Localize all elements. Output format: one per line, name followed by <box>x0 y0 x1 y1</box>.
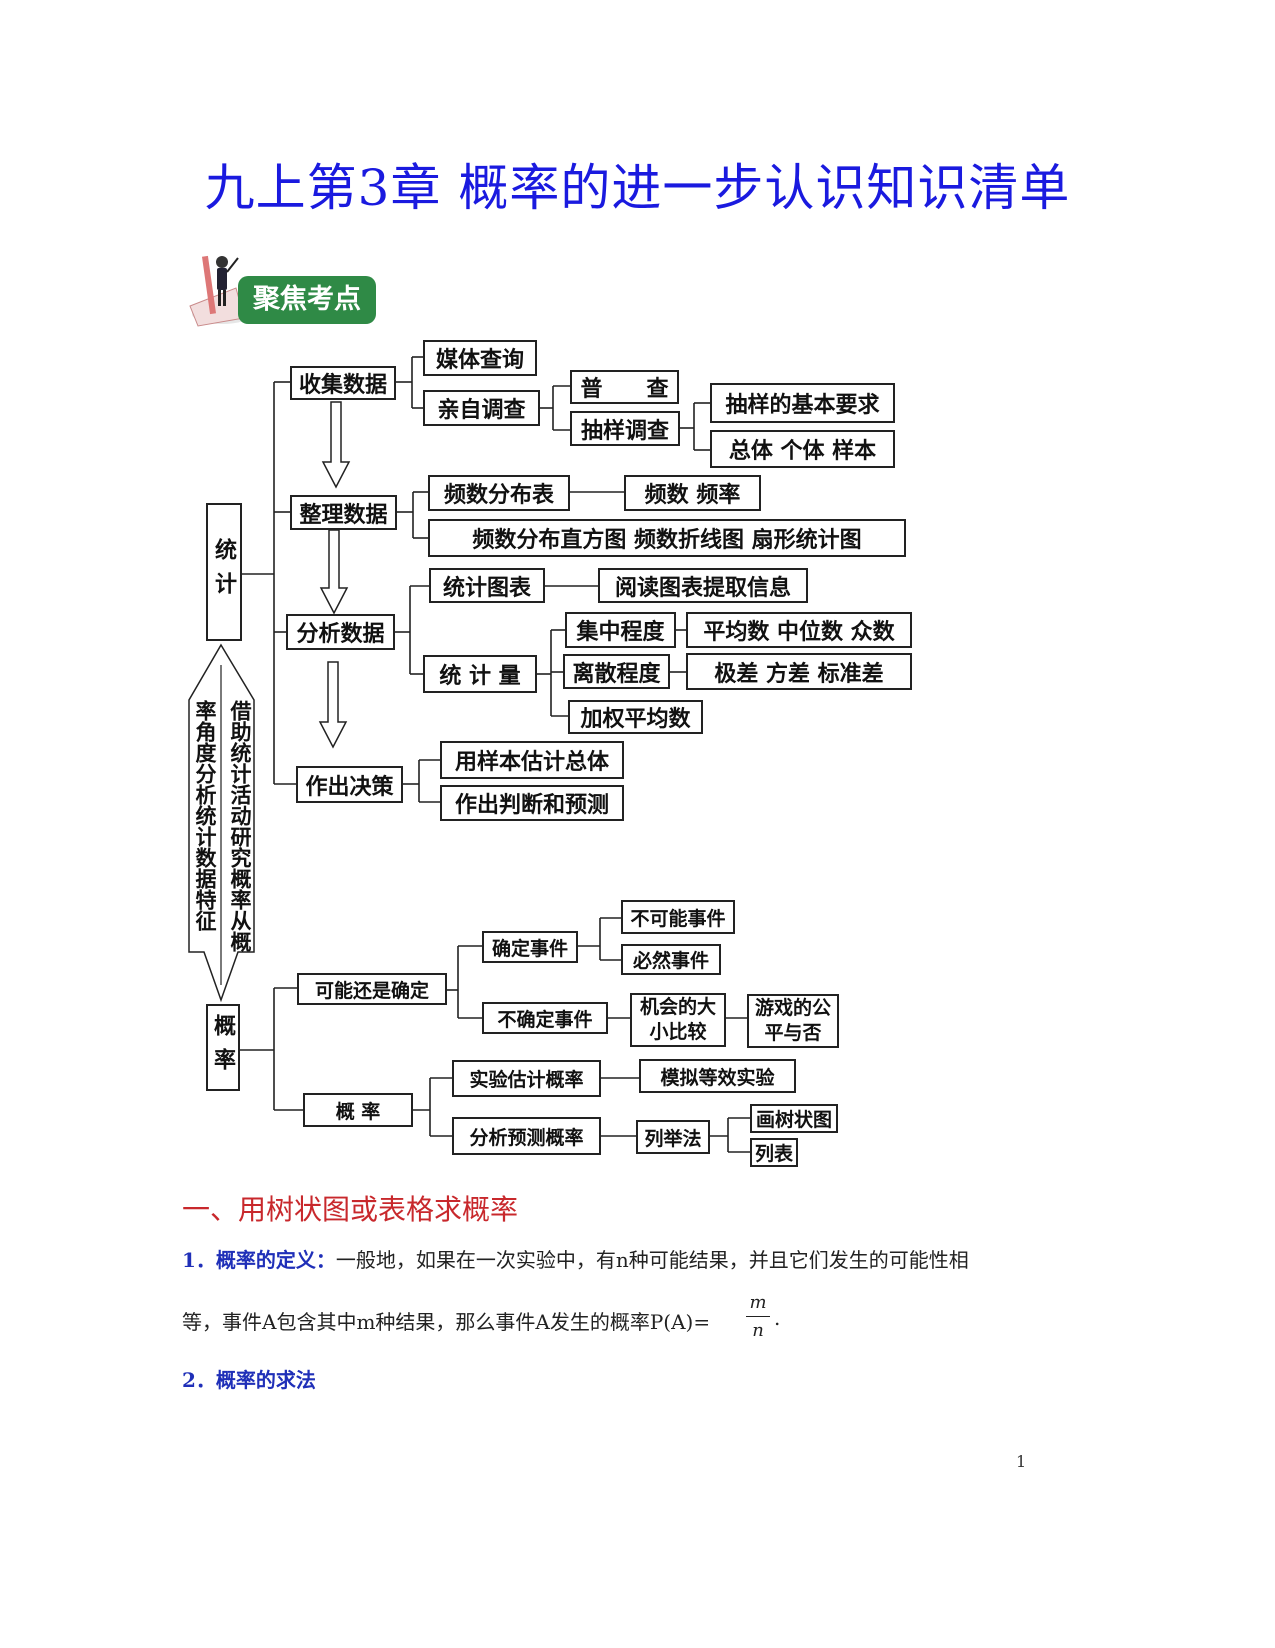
central-tendency-node: 集中程度 <box>565 612 676 648</box>
page-title: 九上第3章 概率的进一步认识知识清单 <box>204 159 1071 217</box>
possible-or-certain-node: 可能还是确定 <box>297 973 447 1005</box>
game-fairness-node: 游戏的公平与否 <box>747 994 839 1048</box>
enumeration-node: 列举法 <box>636 1120 710 1154</box>
statistical-chart-node: 统计图表 <box>429 568 545 603</box>
analyze-data-node: 分析数据 <box>286 614 395 650</box>
media-query-node: 媒体查询 <box>423 340 537 376</box>
definition-paragraph-line2: 等，事件A包含其中m种结果，那么事件A发生的概率P(A)= <box>182 1306 710 1335</box>
weighted-mean-node: 加权平均数 <box>568 700 703 734</box>
make-decision-node: 作出决策 <box>296 766 403 803</box>
arrow-right-text: 借助统计活动研究概率从概 <box>228 700 253 952</box>
histogram-node: 频数分布直方图 频数折线图 扇形统计图 <box>428 519 906 557</box>
sampling-requirement-node: 抽样的基本要求 <box>710 383 895 423</box>
definition-paragraph-line1: 1．概率的定义：一般地，如果在一次实验中，有n种可能结果，并且它们发生的可能性相 <box>182 1244 969 1273</box>
simulation-node: 模拟等效实验 <box>639 1059 796 1093</box>
section-heading: 一、用树状图或表格求概率 <box>182 1193 519 1226</box>
arrow-left-text: 率角度分析统计数据特征 <box>193 700 218 931</box>
fraction-numerator: m <box>749 1292 767 1313</box>
collect-data-node: 收集数据 <box>290 366 396 400</box>
dispersion-node: 离散程度 <box>563 654 670 689</box>
statistic-node: 统 计 量 <box>423 655 537 693</box>
focus-badge-label: 聚焦考点 <box>238 276 376 324</box>
census-node: 普 查 <box>570 370 679 404</box>
frequency-node: 频数 频率 <box>624 475 761 511</box>
sample-estimate-node: 用样本估计总体 <box>440 741 624 779</box>
table-node: 列表 <box>750 1138 798 1167</box>
definition-text: 一般地，如果在一次实验中，有n种可能结果，并且它们发生的可能性相 <box>335 1248 969 1272</box>
impossible-event-node: 不可能事件 <box>621 900 735 934</box>
definition-label: 1．概率的定义： <box>182 1248 336 1272</box>
tree-diagram-node: 画树状图 <box>750 1104 838 1133</box>
probability-branch-node: 概 率 <box>303 1093 413 1127</box>
statistics-node: 统计 <box>206 503 242 641</box>
definition-text-2: 等，事件A包含其中m种结果，那么事件A发生的概率P(A)= <box>182 1310 711 1334</box>
mean-median-mode-node: 平均数 中位数 众数 <box>686 612 912 648</box>
certain-event-node: 确定事件 <box>482 931 578 963</box>
population-node: 总体 个体 样本 <box>710 430 895 468</box>
page-number: 1 <box>1016 1452 1027 1471</box>
probability-node: 概率 <box>206 1004 240 1091</box>
definition-end: . <box>774 1306 781 1330</box>
fraction-denominator: n <box>752 1320 764 1341</box>
self-survey-node: 亲自调查 <box>423 390 540 426</box>
concept-map-lines <box>188 356 750 1153</box>
chance-compare-node: 机会的大小比较 <box>630 993 726 1047</box>
uncertain-event-node: 不确定事件 <box>482 1002 608 1034</box>
inevitable-event-node: 必然事件 <box>621 944 721 975</box>
judge-predict-node: 作出判断和预测 <box>440 785 624 821</box>
method-heading: 2．概率的求法 <box>182 1364 316 1393</box>
experiment-estimate-node: 实验估计概率 <box>452 1060 601 1097</box>
teacher-figure-icon <box>189 255 252 327</box>
range-variance-node: 极差 方差 标准差 <box>686 653 912 690</box>
read-chart-node: 阅读图表提取信息 <box>598 568 808 603</box>
focus-badge: 聚焦考点 <box>186 248 386 330</box>
probability-fraction: m n <box>746 1292 770 1341</box>
sample-survey-node: 抽样调查 <box>570 411 680 446</box>
method-label: 2．概率的求法 <box>182 1368 316 1392</box>
predict-probability-node: 分析预测概率 <box>452 1117 601 1155</box>
frequency-table-node: 频数分布表 <box>428 475 570 511</box>
organize-data-node: 整理数据 <box>290 495 397 530</box>
